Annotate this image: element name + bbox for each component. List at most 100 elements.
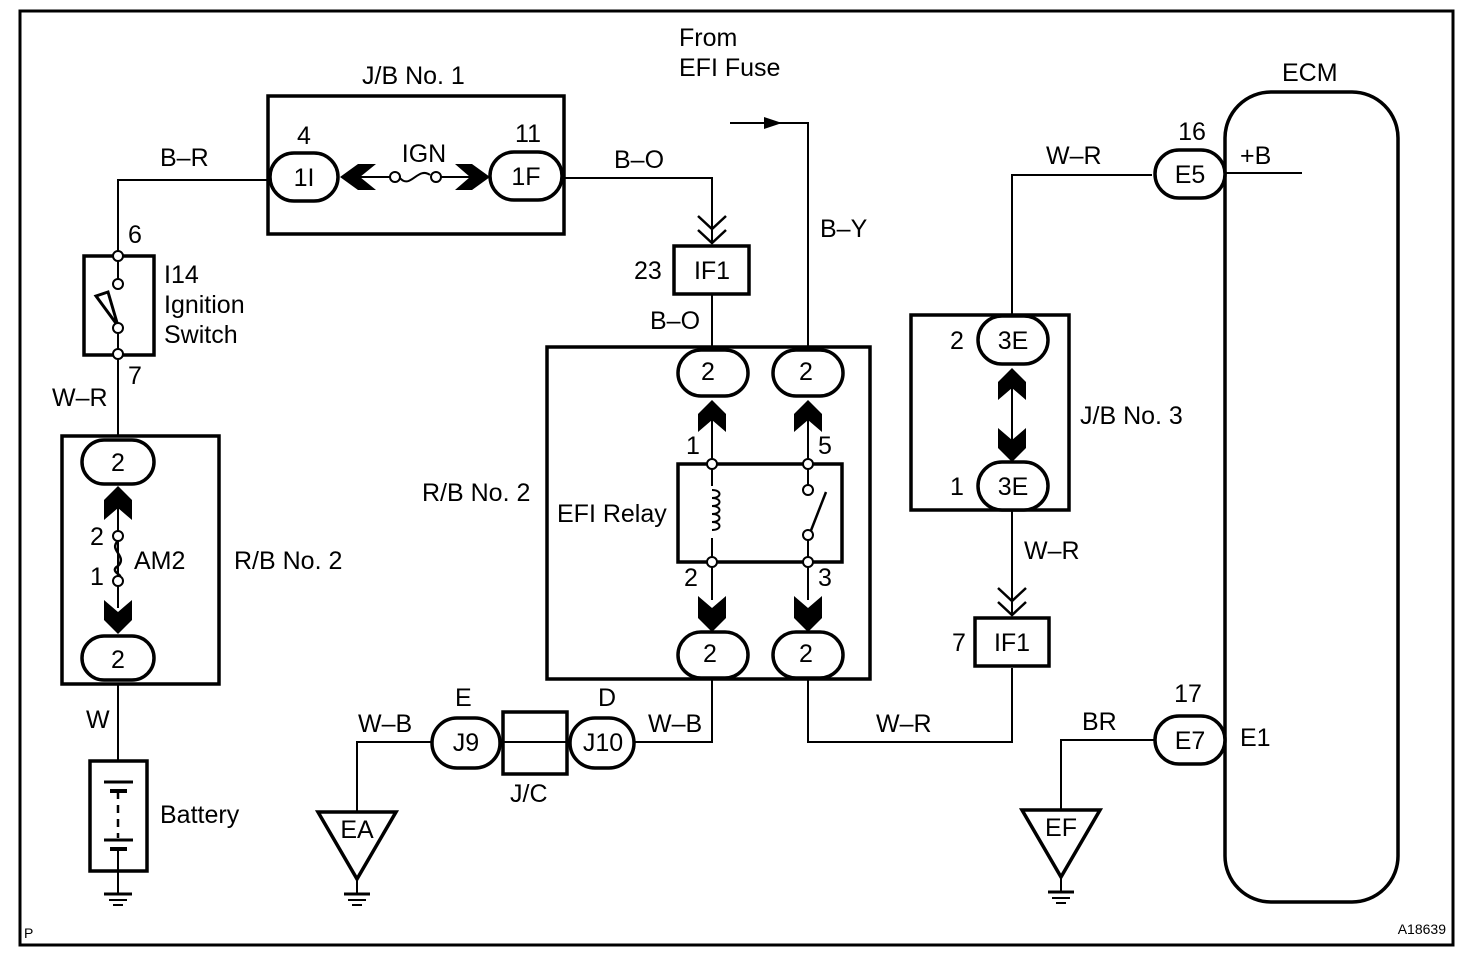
diagram-shape [802,529,814,541]
wire-w-r-bottom: W–R [876,710,932,738]
wire-br: BR [1082,708,1117,736]
wire [1060,739,1155,810]
jc-label: J/C [510,780,548,808]
ignition-switch: 6 7 I14 Ignition Switch B–R W–R [52,144,268,436]
connector-1i [268,151,340,203]
wire [697,215,727,231]
pin-11: 11 [515,120,541,148]
wire [1011,174,1152,314]
label: 1I [294,164,315,192]
connector-arrow-right-icon [455,164,490,190]
j10-pin-d: D [598,684,616,712]
connector-arrow-down-icon [998,428,1026,462]
wire [117,179,268,254]
label: 2 [111,449,125,477]
label: EA [340,816,374,844]
rb2-label-left: R/B No. 2 [234,547,342,575]
switch-lever-icon [93,290,120,327]
ign-pin-6: 6 [128,221,142,249]
am2-pin-2: 2 [90,523,104,551]
wire-w: W [86,706,110,734]
label: 3E [998,327,1029,355]
connector-arrow-up-icon [794,400,822,432]
diagram-shape [112,530,124,542]
ground-icon [1048,890,1074,904]
am2-label: AM2 [134,547,185,575]
connector-arrow-down-icon [794,596,822,632]
arrow-right-icon [764,117,782,129]
relay-coil-icon [711,489,721,531]
diagram-shape [112,348,124,360]
label: 1F [511,163,540,191]
page-marker: P [24,925,33,941]
label: 2 [701,358,715,386]
diagram-shape [112,250,124,262]
connector-relay-top-left [676,348,750,398]
from-label-1: From [679,24,737,52]
jb3-pin-1: 1 [950,473,964,501]
label: E7 [1175,727,1206,755]
ignition-label-2: Switch [164,321,238,349]
diagram-shape [706,458,718,470]
wire [564,177,713,244]
jb1-block: J/B No. 1 1I 4 IGN 1F 11 [266,62,566,236]
diagram-shape [389,171,401,183]
wire-w-r-ecm: W–R [1046,142,1102,170]
wire-b-y: B–Y [820,215,868,243]
connector-3e-bottom [976,460,1050,512]
relay-pin-2: 2 [684,564,698,592]
connector-if1-7 [973,616,1051,668]
connector-arrow-left-icon [340,164,376,190]
diagram-shape [706,556,718,568]
wire-b-o-mid: B–O [650,307,700,335]
wire-w-b-right: W–B [648,710,702,738]
connector-arrow-up-icon [998,368,1026,400]
connector-arrow-up-icon [698,400,726,432]
ecm-label: ECM [1282,59,1338,87]
jb1-label: J/B No. 1 [362,62,465,90]
rb2-efi-relay-block: R/B No. 2 2 2 EFI Relay 1 5 2 3 2 [422,345,872,681]
connector-j10 [568,716,636,770]
jb3-pin-2: 2 [950,327,964,355]
relay-pin-5: 5 [818,432,832,460]
diagram-shape [60,434,221,686]
rb2-label-relay: R/B No. 2 [422,479,530,507]
diagram-shape [1223,90,1400,904]
am2-pin-1: 1 [90,563,104,591]
if1-top-junction: B–O IF1 23 B–O [564,146,751,346]
label: 2 [799,640,813,668]
wire [634,680,713,743]
wire [697,229,727,245]
connector-arrow-down-icon [698,596,726,632]
pin-17: 17 [1174,680,1202,708]
diagram-shape [112,322,124,334]
from-label-2: EFI Fuse [679,54,780,82]
connector-1f [488,150,564,202]
pin-7: 7 [952,629,966,657]
ground-icon [344,892,370,906]
pin-4: 4 [297,122,311,150]
diagram-shape [266,94,566,236]
label: IF1 [694,257,730,285]
diagram-shape [802,556,814,568]
connector-arrow-down-icon [104,600,132,634]
ign-pin-7: 7 [128,362,142,390]
pin-23: 23 [634,257,662,285]
connector-relay-bottom-left [676,630,750,680]
ign-label: IGN [402,140,446,168]
diagram-shape [802,484,814,496]
wire-w-r-jb3: W–R [1024,537,1080,565]
diagram-shape [430,171,442,183]
label: 2 [799,358,813,386]
connector-relay-bottom-right [771,630,845,680]
ecm-e1: E1 [1240,724,1271,752]
wire-w-b-left: W–B [358,710,412,738]
efi-fuse-feed: From EFI Fuse B–Y [679,24,868,346]
label: 2 [703,640,717,668]
efi-relay [676,462,844,564]
connector-arrow-up-icon [104,486,132,520]
ground-ea [314,810,400,883]
battery-label: Battery [160,801,240,829]
junction-connector: W–B J10 D J/C J9 E W–B EA [314,680,713,906]
